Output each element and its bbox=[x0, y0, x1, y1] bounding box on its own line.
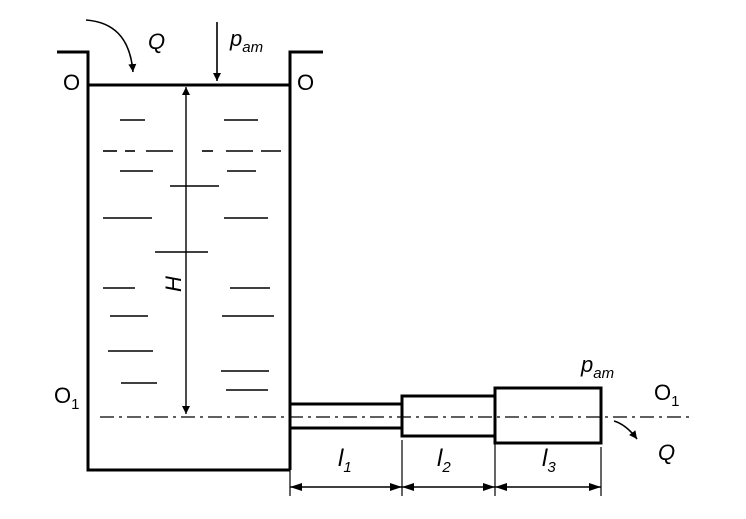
p-am-outlet-label: pam bbox=[580, 352, 614, 382]
O-left-label: O bbox=[63, 70, 80, 95]
pipe-segment-2 bbox=[400, 394, 497, 438]
inflow-arrow bbox=[85, 19, 137, 73]
inflow-Q-label: Q bbox=[148, 29, 165, 54]
p-am-surface-label: pam bbox=[229, 26, 263, 56]
pipe-segment-1 bbox=[288, 402, 404, 430]
O1-left-label: O1 bbox=[54, 383, 79, 413]
pipe-system bbox=[288, 386, 603, 445]
O-right-label: O bbox=[297, 70, 314, 95]
outflow-Q-label: Q bbox=[658, 440, 675, 465]
tank-left-wall bbox=[57, 50, 290, 472]
length-dimensions bbox=[289, 432, 602, 496]
l3-label: l3 bbox=[542, 445, 556, 476]
liquid-hatching bbox=[103, 119, 281, 391]
l1-label: l1 bbox=[338, 445, 352, 476]
O1-right-label: O1 bbox=[654, 380, 679, 410]
tank bbox=[57, 50, 323, 472]
tank-right-wall bbox=[288, 50, 323, 404]
outflow-arrow bbox=[613, 420, 638, 440]
l2-label: l2 bbox=[437, 445, 451, 476]
H-label: H bbox=[161, 276, 186, 292]
pipe-segment-3 bbox=[493, 386, 603, 445]
